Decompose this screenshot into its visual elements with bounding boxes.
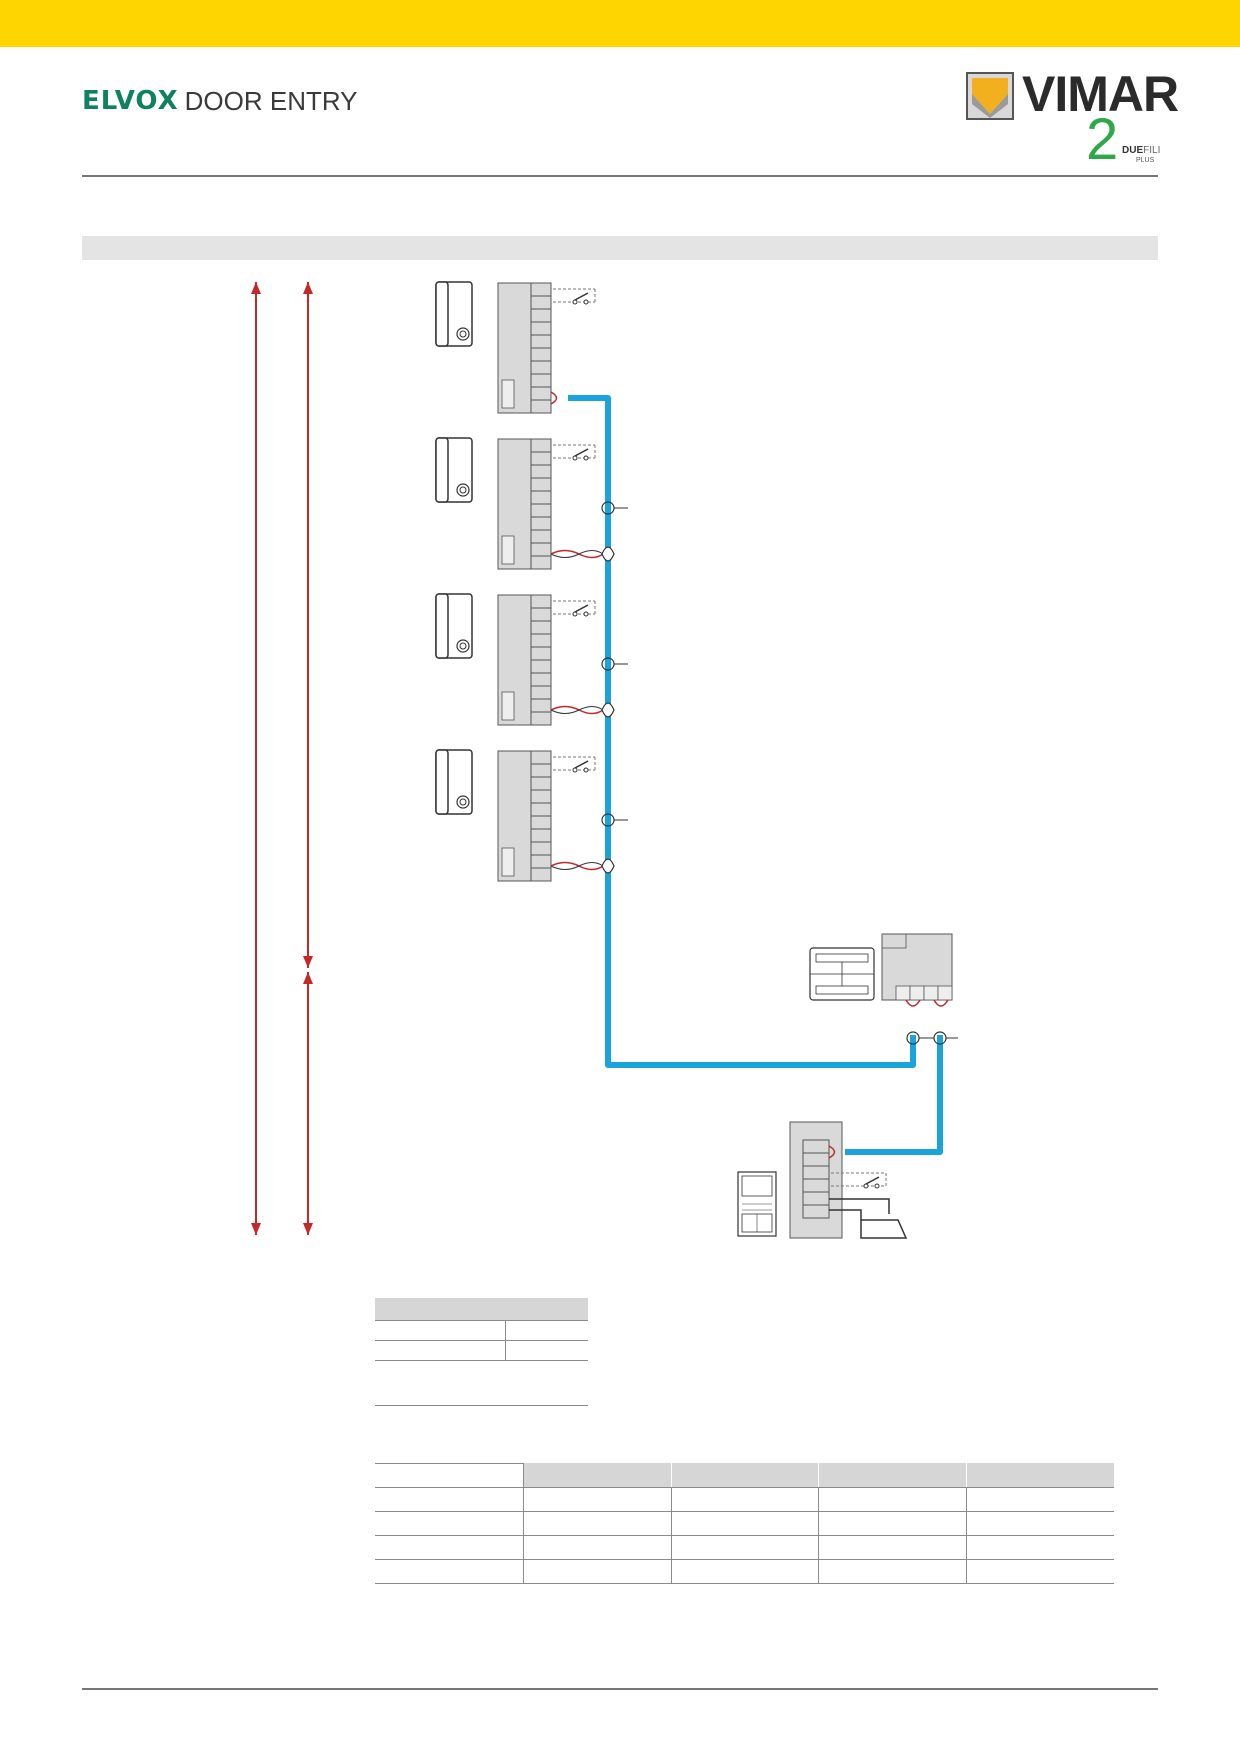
terminal-block <box>497 594 552 726</box>
due-fili-plus-mark: 2 DUEFILI PLUS <box>1086 110 1172 170</box>
handset-interphone-icon <box>435 437 473 503</box>
contact-switch-icon <box>553 288 596 305</box>
distance-arrow-upper <box>303 282 313 968</box>
panel-terminal-block <box>789 1121 843 1239</box>
header-rule <box>82 175 1158 177</box>
internal-unit-1 <box>435 281 596 414</box>
distance-arrow-total <box>251 282 261 1235</box>
footer-rule <box>82 1688 1158 1690</box>
due-plus: PLUS <box>1136 157 1155 164</box>
brand-name: ELVOX <box>82 86 179 116</box>
due-word-light: FILI <box>1143 145 1161 156</box>
section-title-bar <box>82 236 1158 260</box>
table-header <box>375 1298 588 1320</box>
manufacturer-name: VIMAR <box>1022 66 1179 122</box>
cable-data-table <box>375 1463 1114 1585</box>
contact-switch-icon <box>553 600 596 617</box>
electric-lock-icon <box>829 1198 908 1239</box>
contact-switch-icon <box>553 444 596 461</box>
entrance-panel <box>737 1121 908 1239</box>
brand-logo: ELVOX DOOR ENTRY <box>82 84 358 118</box>
small-data-table <box>375 1298 588 1408</box>
contact-switch-icon <box>831 1172 887 1189</box>
terminal-block <box>497 438 552 570</box>
bus-power-unit <box>881 933 958 1045</box>
internal-unit-3 <box>435 593 628 726</box>
din-power-supply <box>809 947 875 1001</box>
brand-product: DOOR ENTRY <box>184 85 358 116</box>
internal-unit-4 <box>435 749 628 882</box>
terminal-block <box>497 750 552 882</box>
vimar-shield-icon <box>966 72 1014 120</box>
top-color-band <box>0 0 1240 47</box>
distance-arrow-lower <box>303 972 313 1235</box>
bus-cable-riser <box>568 395 916 1068</box>
vimar-logo: VIMAR <box>966 66 1179 124</box>
due-word-bold: DUE <box>1122 145 1144 156</box>
internal-unit-2 <box>435 437 628 570</box>
handset-interphone-icon <box>435 281 473 347</box>
terminal-block <box>497 282 552 414</box>
contact-switch-icon <box>553 756 596 773</box>
entrance-panel-face <box>737 1171 777 1237</box>
bus-cable-entrance <box>845 1035 943 1155</box>
due-word: DUEFILI <box>1122 145 1160 156</box>
handset-interphone-icon <box>435 749 473 815</box>
due-numeral: 2 <box>1086 107 1119 172</box>
handset-interphone-icon <box>435 593 473 659</box>
wiring-diagram <box>251 281 958 1239</box>
